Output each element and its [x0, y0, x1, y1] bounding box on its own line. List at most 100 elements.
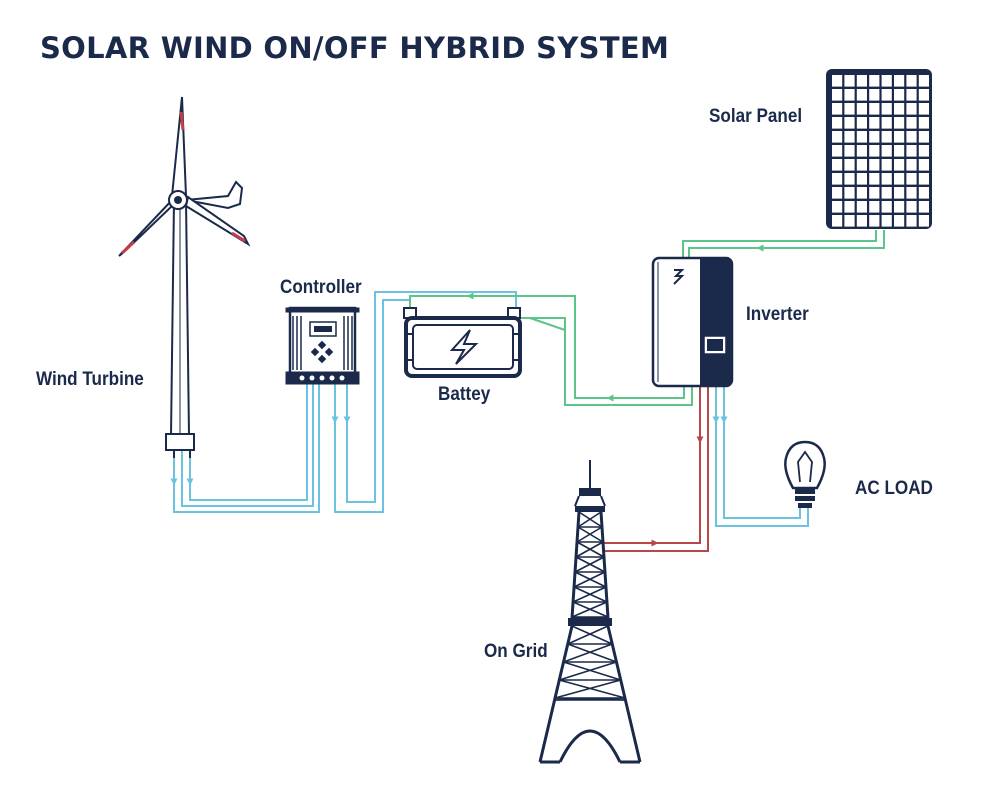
solar-cell	[869, 145, 880, 157]
solar-cell	[906, 89, 917, 101]
solar-cell	[832, 75, 843, 87]
solar-cell	[918, 173, 929, 185]
solar-cell	[881, 103, 892, 115]
tower-strut	[567, 643, 617, 663]
solar-inverter-wires	[682, 230, 885, 260]
solar-cell	[844, 201, 855, 213]
solar-cell	[832, 187, 843, 199]
solar-cell	[869, 117, 880, 129]
solar-cell	[894, 75, 905, 87]
ac-load-label: AC LOAD	[855, 478, 933, 499]
solar-cell	[832, 103, 843, 115]
solar-cell	[894, 159, 905, 171]
tower-strut	[572, 586, 607, 603]
solar-cell	[869, 201, 880, 213]
tower-strut	[567, 625, 609, 645]
solar-cell	[832, 215, 843, 227]
solar-cell	[918, 89, 929, 101]
tower-strut	[577, 511, 602, 528]
solar-cell	[844, 187, 855, 199]
solar-cell	[881, 159, 892, 171]
solar-cell	[832, 201, 843, 213]
solar-cell	[918, 131, 929, 143]
light-bulb-icon	[784, 440, 826, 508]
tower-strut	[575, 541, 604, 558]
tower-strut	[559, 661, 617, 681]
solar-cell	[894, 145, 905, 157]
solar-cell	[918, 75, 929, 87]
solar-cell	[918, 103, 929, 115]
tower-strut	[573, 571, 606, 588]
inverter-load-wires	[712, 386, 809, 527]
wind-turbine-label: Wind Turbine	[36, 369, 144, 390]
battery-inverter-wires	[409, 292, 693, 406]
charge-controller-icon	[285, 306, 360, 385]
solar-cell	[894, 131, 905, 143]
solar-cell	[906, 103, 917, 115]
solar-cell	[894, 215, 905, 227]
solar-cell	[844, 117, 855, 129]
solar-cell	[894, 201, 905, 213]
solar-cell	[832, 89, 843, 101]
solar-cell	[881, 145, 892, 157]
solar-cell	[844, 75, 855, 87]
solar-cells	[832, 75, 929, 227]
battery-label: Battey	[438, 384, 491, 405]
solar-cell	[881, 201, 892, 213]
tower-strut	[563, 643, 613, 663]
inverter-icon	[651, 256, 734, 388]
solar-cell	[906, 131, 917, 143]
solar-cell	[881, 215, 892, 227]
tower-strut	[576, 526, 603, 543]
tower-lattice	[554, 511, 626, 701]
solar-cell	[881, 89, 892, 101]
solar-cell	[894, 89, 905, 101]
solar-cell	[906, 187, 917, 199]
tower-strut	[554, 679, 621, 699]
solar-cell	[844, 215, 855, 227]
inverter-grid-wires	[603, 386, 709, 552]
solar-cell	[869, 103, 880, 115]
inverter-label: Inverter	[746, 304, 809, 325]
solar-cell	[832, 173, 843, 185]
solar-cell	[856, 159, 867, 171]
power-tower-icon	[538, 460, 642, 764]
solar-cell	[856, 131, 867, 143]
solar-cell	[832, 117, 843, 129]
tower-strut	[574, 556, 605, 573]
battery-icon	[403, 307, 522, 378]
solar-cell	[856, 201, 867, 213]
solar-cell	[869, 131, 880, 143]
solar-cell	[906, 117, 917, 129]
controller-label: Controller	[280, 277, 362, 298]
tower-strut	[571, 601, 608, 618]
solar-cell	[918, 201, 929, 213]
solar-cell	[906, 159, 917, 171]
solar-cell	[856, 103, 867, 115]
solar-cell	[918, 117, 929, 129]
solar-cell	[881, 173, 892, 185]
diagram-title: SOLAR WIND ON/OFF HYBRID SYSTEM	[40, 31, 670, 65]
solar-cell	[894, 187, 905, 199]
solar-cell	[881, 117, 892, 129]
tower-strut	[559, 679, 626, 699]
solar-cell	[856, 187, 867, 199]
solar-cell	[869, 159, 880, 171]
solar-cell	[918, 159, 929, 171]
turbine-controller-wires	[170, 384, 320, 513]
solar-cell	[856, 173, 867, 185]
solar-cell	[906, 201, 917, 213]
solar-cell	[906, 173, 917, 185]
solar-cell	[881, 187, 892, 199]
solar-cell	[856, 145, 867, 157]
solar-cell	[844, 173, 855, 185]
solar-cell	[869, 75, 880, 87]
solar-cell	[869, 173, 880, 185]
solar-cell	[856, 215, 867, 227]
solar-cell	[894, 117, 905, 129]
solar-cell	[906, 215, 917, 227]
wind-turbine-icon	[118, 96, 251, 458]
solar-cell	[918, 215, 929, 227]
